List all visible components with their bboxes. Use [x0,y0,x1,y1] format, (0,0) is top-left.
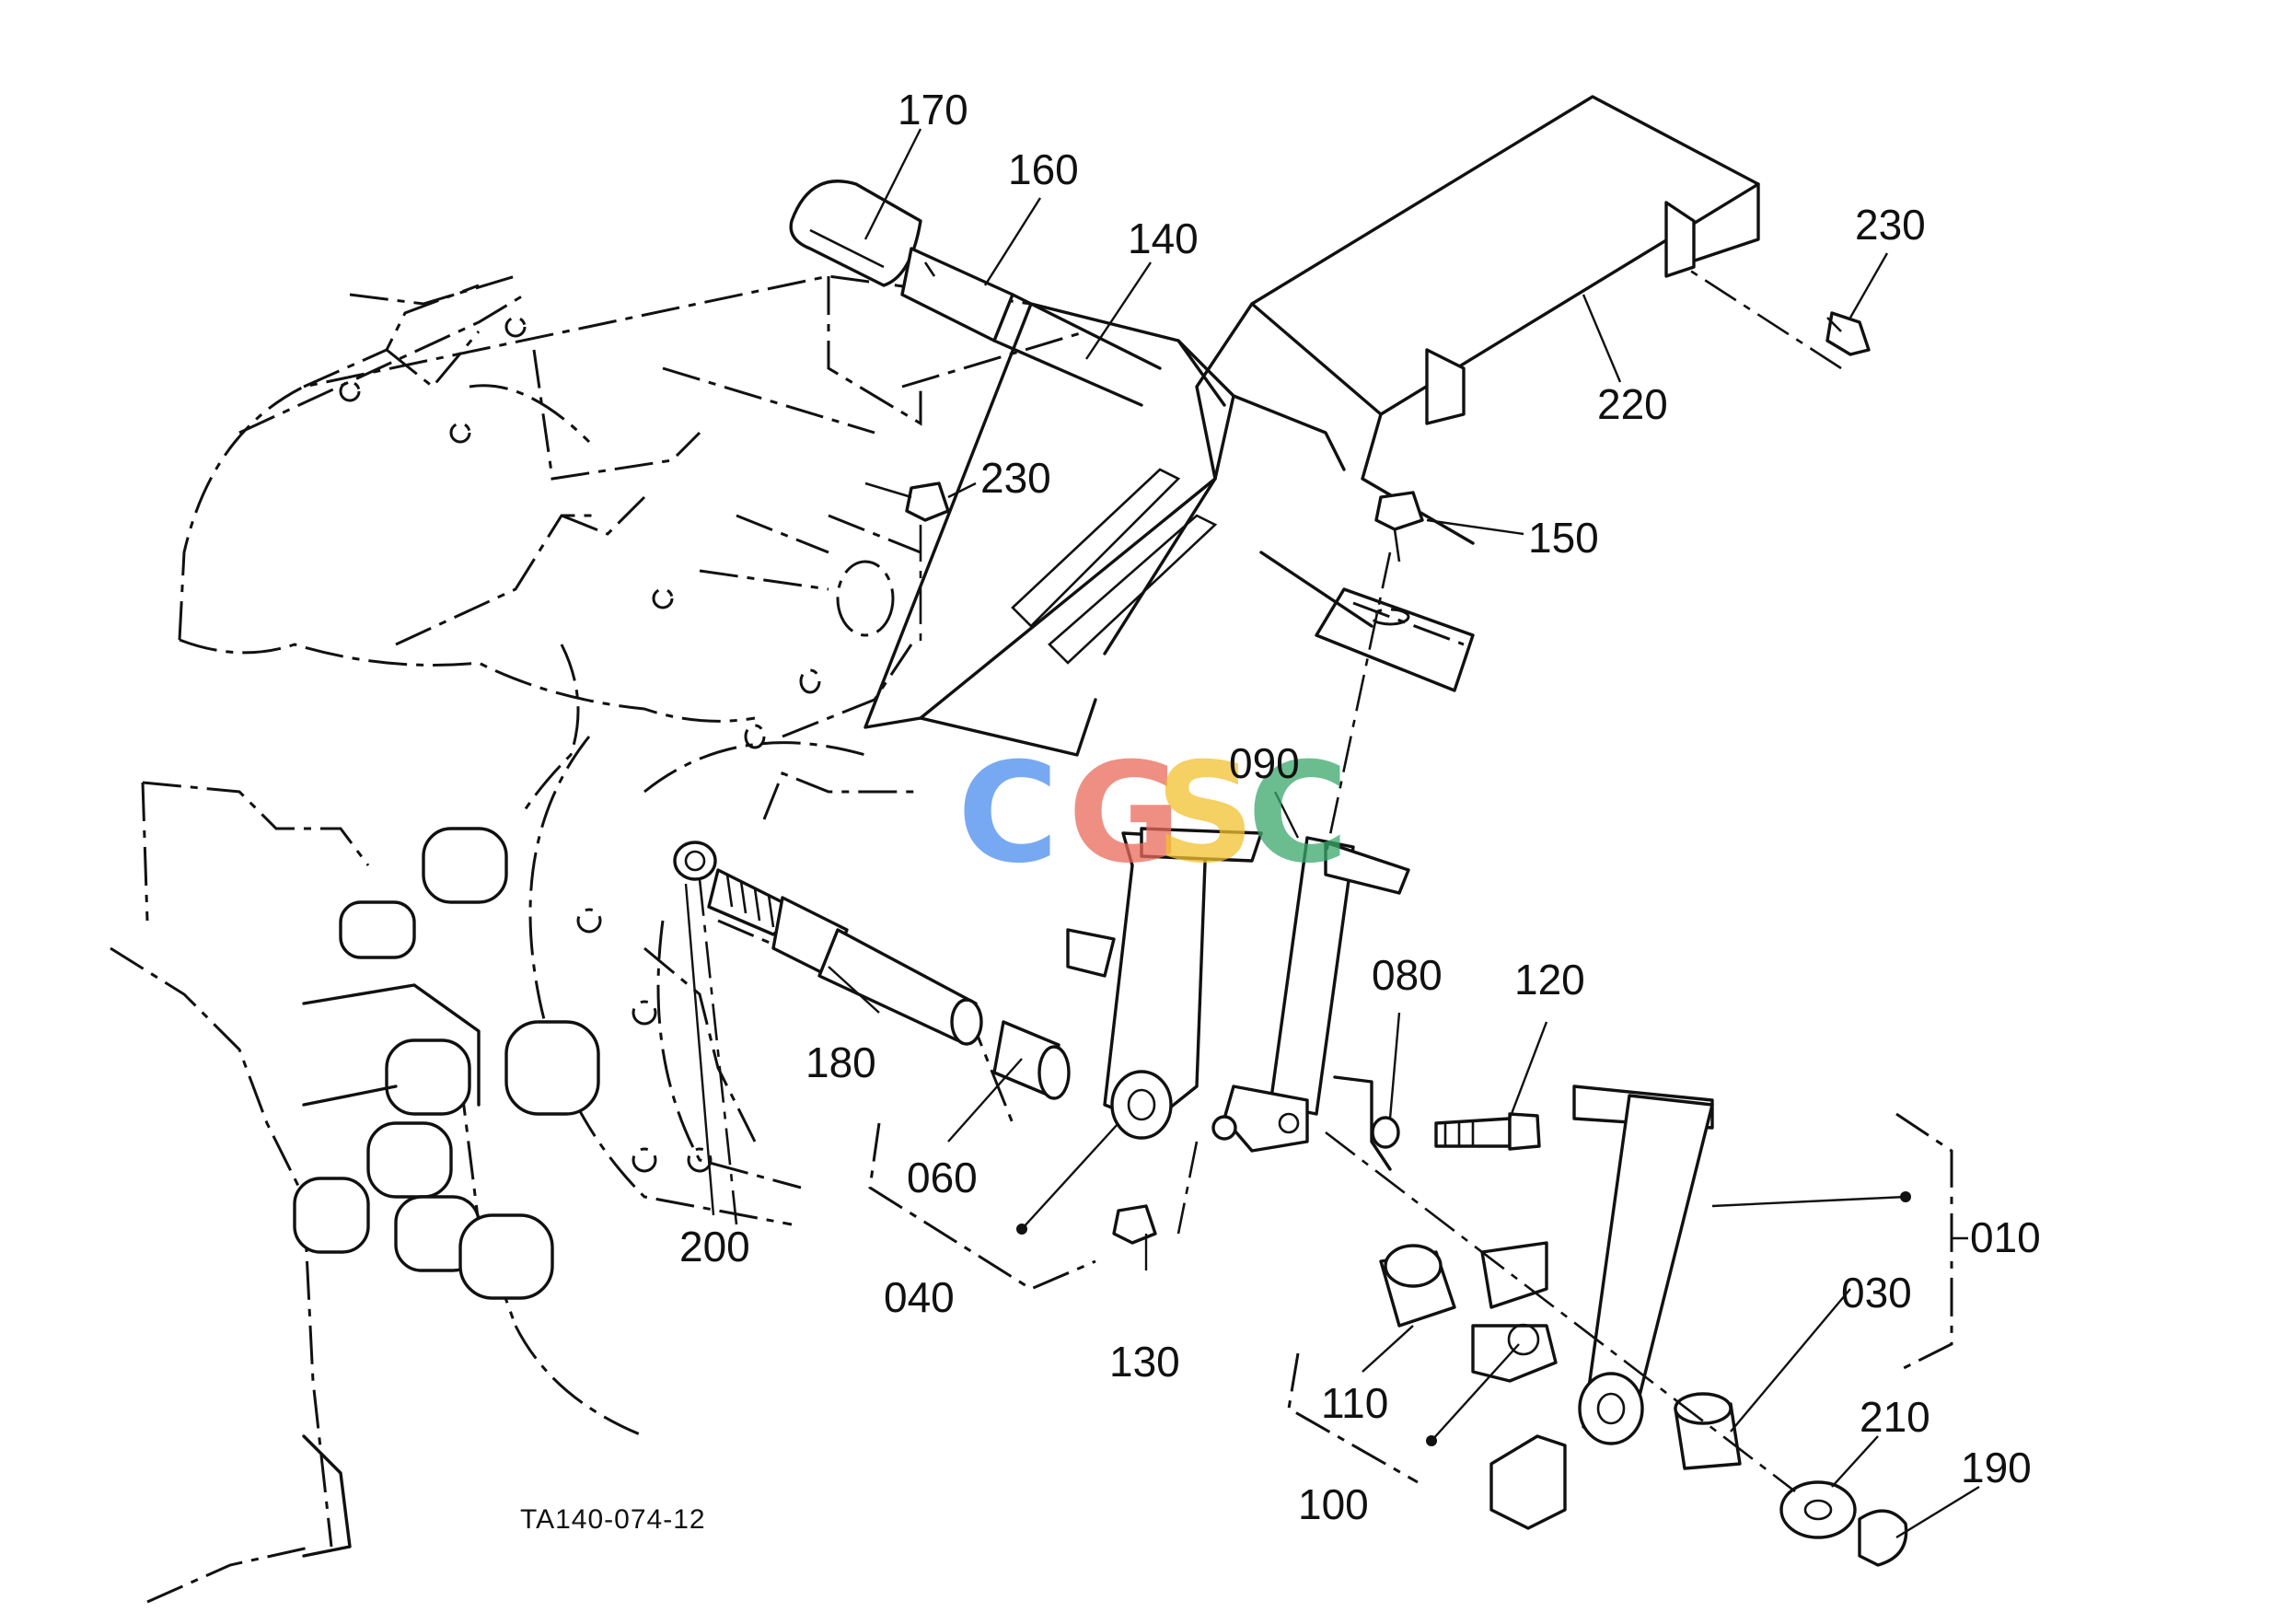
callout-180: 180 [805,1038,876,1086]
callout-150: 150 [1528,514,1599,562]
bushing-030 [1674,1392,1742,1470]
callout-160: 160 [1008,145,1079,193]
nut-130 [1112,1115,1237,1245]
arm-040 [1066,827,1263,1140]
alignment-lines [698,265,1842,1493]
callout-120: 120 [1514,956,1585,1003]
callout-labels: 170 160 140 230 220 230 150 090 080 120 … [679,86,2041,1528]
watermark-logo: C G S C [957,734,1349,894]
callout-040: 040 [884,1273,955,1321]
callout-200: 200 [679,1223,750,1270]
cover-220 [1195,95,1760,628]
bolt-150 [1374,491,1424,563]
watermark-letter: C [1247,734,1349,894]
callout-230-lower: 230 [980,454,1051,502]
clip-190 [1858,1509,1908,1567]
callout-030: 030 [1841,1269,1912,1317]
shaft-180 [707,868,983,1046]
transmission-housing [110,274,1087,1604]
clip-080 [1333,1075,1400,1171]
leader-lines [684,128,1980,1539]
assembly-bracket-010 [1895,1112,1953,1374]
washer-210 [1779,1480,1857,1539]
arm-010 [1572,1085,1714,1445]
arm-100 [1471,1241,1567,1530]
step-plate-150 [1315,587,1475,692]
callout-130: 130 [1109,1338,1180,1386]
watermark-letter: C [957,734,1059,894]
callout-190: 190 [1961,1444,2032,1491]
callout-080: 080 [1372,951,1443,999]
callout-140: 140 [1128,215,1199,262]
drawing-code: TA140-074-12 [520,1504,706,1535]
shift-knob-170 [789,180,922,287]
bolt-120 [1434,1112,1541,1151]
callout-220: 220 [1597,380,1668,428]
callout-090: 090 [1229,739,1300,787]
bushing-110 [1379,1244,1456,1328]
bolt-230-lower [864,481,950,522]
lever-rod-160 [900,247,1162,407]
callout-060: 060 [907,1154,978,1201]
callout-210: 210 [1860,1393,1930,1441]
assembly-dots [1016,1191,1911,1446]
callout-230-upper: 230 [1855,201,1926,249]
collar-200 [673,841,717,881]
callout-010: 010 [1970,1213,2041,1261]
assembly-bracket-100 [1287,1352,1419,1484]
floor-plate-140 [863,302,1346,757]
arm-090 [1223,836,1410,1153]
callout-170: 170 [898,86,968,133]
callout-100: 100 [1298,1480,1369,1528]
callout-110: 110 [1321,1379,1388,1427]
watermark-letter: G [1068,734,1181,894]
assembly-bracket-040 [868,1122,1096,1291]
watermark-letter: S [1155,734,1255,894]
bolt-230-upper [1825,311,1871,356]
bushing-060 [992,1020,1071,1100]
